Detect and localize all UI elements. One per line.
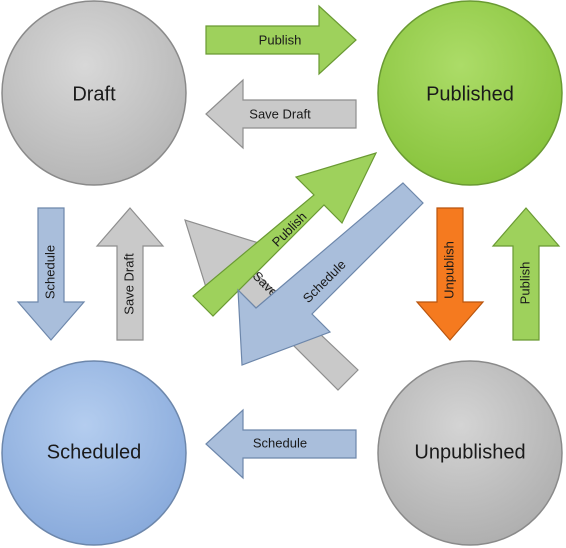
state-scheduled-circle — [1, 360, 187, 546]
state-scheduled-label: Scheduled — [47, 441, 142, 463]
arrow-published-to-draft-label: Save Draft — [249, 106, 311, 121]
arrow-draft-to-scheduled-label: Schedule — [42, 245, 57, 299]
state-draft: Draft — [1, 0, 187, 186]
arrow-unpublished-to-scheduled: Schedule — [205, 408, 357, 480]
arrow-published-to-unpublished-label: Unpublish — [441, 241, 456, 299]
arrow-draft-to-published-shape — [205, 4, 357, 76]
arrow-draft-to-scheduled: Schedule — [16, 207, 86, 341]
arrow-unpublished-to-published: Publish — [491, 207, 561, 341]
state-published: Published — [377, 0, 563, 186]
arrow-published-to-draft: Save Draft — [205, 78, 357, 150]
arrow-published-to-scheduled: Schedule — [237, 182, 424, 366]
state-published-circle — [377, 0, 563, 186]
arrow-unpublished-to-scheduled-shape — [205, 408, 357, 480]
arrow-draft-to-published: Publish — [205, 4, 357, 76]
arrow-unpublished-to-published-shape — [491, 207, 561, 341]
arrow-scheduled-to-draft: Save Draft — [95, 207, 165, 341]
state-draft-label: Draft — [72, 83, 116, 105]
state-draft-circle — [1, 0, 187, 186]
arrow-unpublished-to-scheduled-label: Schedule — [253, 435, 307, 450]
arrow-scheduled-to-draft-label: Save Draft — [121, 253, 136, 315]
arrow-scheduled-to-published-shape — [192, 152, 378, 317]
state-unpublished-label: Unpublished — [414, 441, 525, 463]
state-scheduled: Scheduled — [1, 360, 187, 546]
arrow-published-to-scheduled-shape — [237, 182, 424, 366]
arrow-published-to-draft-shape — [205, 78, 357, 150]
state-unpublished: Unpublished — [377, 360, 563, 546]
arrow-scheduled-to-draft-shape — [95, 207, 165, 341]
arrow-published-to-unpublished-shape — [415, 207, 485, 341]
arrow-draft-to-published-label: Publish — [259, 32, 302, 47]
arrow-draft-to-scheduled-shape — [16, 207, 86, 341]
state-unpublished-circle — [377, 360, 563, 546]
state-published-label: Published — [426, 83, 514, 105]
arrow-published-to-unpublished: Unpublish — [415, 207, 485, 341]
arrow-unpublished-to-published-label: Publish — [517, 262, 532, 305]
